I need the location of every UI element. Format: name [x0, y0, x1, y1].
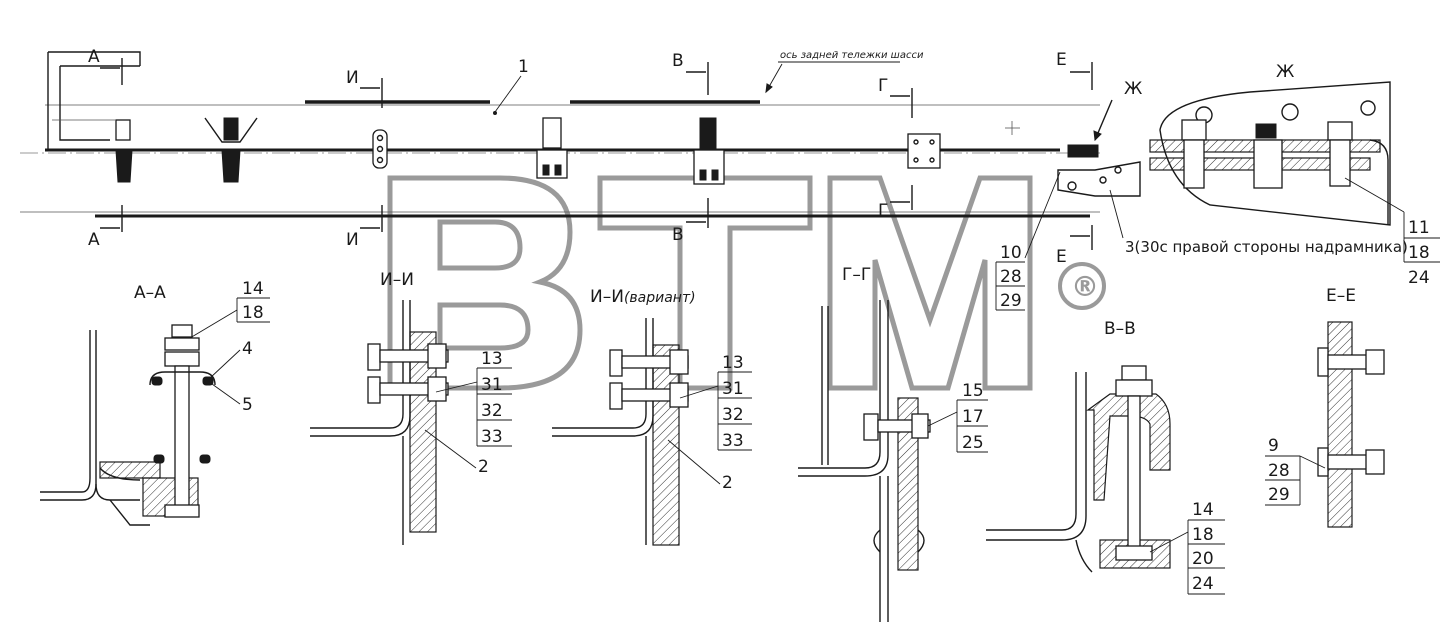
label-e-bottom: Е	[1056, 247, 1067, 267]
section-ii-title: И–И	[380, 270, 414, 290]
view-zh-bolt-2	[1253, 123, 1283, 189]
view-zh: Ж 11 18 24	[1149, 62, 1440, 288]
callout-14-vv-item-1: 18	[1192, 525, 1214, 545]
view-zh-bolt-1	[1181, 119, 1207, 189]
callout-9-ee-item-0: 9	[1268, 436, 1279, 456]
link-plate	[372, 129, 388, 169]
label-a-top: А	[88, 47, 100, 67]
section-aa-bolt	[164, 324, 200, 518]
section-ee-bolt-2	[1317, 447, 1385, 477]
label-zh-mark: Ж	[1124, 79, 1142, 99]
callout-11-item-0: 11	[1408, 218, 1430, 238]
bracket-left-1	[115, 119, 133, 183]
top-view: А А И И В В Г Г	[20, 47, 1408, 311]
callout-15-gg-item-2: 25	[962, 433, 984, 453]
callout-13-ii-item-1: 31	[481, 375, 503, 395]
plate-g	[907, 133, 941, 169]
callout-13-ii-variant-item-3: 33	[722, 431, 744, 451]
section-ii-variant-bolt-2	[609, 382, 689, 410]
section-gg-bolt	[863, 413, 931, 441]
view-marker-zh: Ж	[1093, 79, 1142, 142]
label-aa-item-4: 4	[242, 339, 253, 359]
section-aa: А–А 14 18 4 5	[40, 279, 270, 526]
section-aa-title: А–А	[134, 283, 166, 303]
label-g-top: Г	[878, 76, 888, 96]
callout-9-ee-item-1: 28	[1268, 461, 1290, 481]
callout-13-ii-item-2: 32	[481, 401, 503, 421]
label-i-bottom: И	[346, 230, 359, 250]
section-ee-title: Е–Е	[1326, 286, 1356, 306]
callout-13-ii-item-0: 13	[481, 349, 503, 369]
section-ii-bolt-2	[367, 376, 449, 404]
section-marker-a: А А	[88, 47, 123, 250]
section-vv-bolt	[1115, 365, 1153, 561]
callout-13-ii-item-3: 33	[481, 427, 503, 447]
label-g-bottom: Г	[878, 201, 888, 221]
watermark-mark: ®	[1071, 270, 1099, 303]
callout-10-item-1: 28	[1000, 267, 1022, 287]
watermark-text: BTM	[10, 629, 12, 631]
view-zh-bolt-3	[1327, 121, 1353, 187]
callout-13-ii: 13 31 32 33	[435, 349, 512, 447]
callout-9-ee: 9 28 29	[1265, 436, 1326, 506]
label-note-3: 3(30с правой стороны надрамника)	[1125, 238, 1408, 256]
section-marker-g: Г Г	[878, 76, 913, 221]
section-gg: Г–Г 15 17 25	[798, 265, 988, 622]
callout-15-gg: 15 17 25	[927, 381, 988, 453]
label-e-top: Е	[1056, 50, 1067, 70]
section-marker-e: Е Е	[1056, 50, 1093, 267]
section-vv: В–В 14 18 20 24	[986, 319, 1225, 595]
watermark: ®	[387, 175, 1106, 391]
callout-14-aa-item-1: 18	[242, 303, 264, 323]
callout-11: 11 18 24	[1344, 177, 1440, 288]
section-marker-v: В В	[672, 51, 709, 245]
callout-10-item-0: 10	[1000, 243, 1022, 263]
callout-13-ii-variant-item-2: 32	[722, 405, 744, 425]
callout-10: 10 28 29	[995, 171, 1061, 311]
callout-15-gg-item-0: 15	[962, 381, 984, 401]
callout-14-aa-item-0: 14	[242, 279, 264, 299]
callout-14-vv-item-2: 20	[1192, 549, 1214, 569]
label-item-1: 1	[518, 57, 529, 77]
callout-11-item-1: 18	[1408, 243, 1430, 263]
label-aa-item-5: 5	[242, 395, 253, 415]
label-ii-variant-item-2: 2	[722, 473, 733, 493]
callout-11-item-2: 24	[1408, 268, 1430, 288]
label-a-bottom: А	[88, 230, 100, 250]
bracket-left-2	[204, 117, 258, 183]
label-i-top: И	[346, 68, 359, 88]
label-v-bottom: В	[672, 225, 684, 245]
callout-14-vv: 14 18 20 24	[1149, 500, 1225, 595]
callout-13-ii-variant: 13 31 32 33	[679, 353, 752, 451]
bracket-mid-1	[536, 117, 568, 179]
section-vv-title: В–В	[1104, 319, 1136, 339]
section-ii-variant-title: И–И(вариант)	[590, 287, 696, 307]
label-v-top: В	[672, 51, 684, 71]
callout-10-item-2: 29	[1000, 291, 1022, 311]
section-ii-variant: И–И(вариант) 13 31 32 33 2	[552, 287, 752, 546]
callout-14-vv-item-3: 24	[1192, 574, 1214, 594]
bracket-right-end	[1057, 144, 1141, 197]
section-ii-bolt-1	[367, 343, 449, 371]
callout-13-ii-variant-item-0: 13	[722, 353, 744, 373]
callout-13-ii-variant-item-1: 31	[722, 379, 744, 399]
section-gg-title: Г–Г	[842, 265, 871, 285]
section-ee: Е–Е 9 28 29	[1265, 286, 1385, 528]
bracket-mid-2	[693, 117, 725, 185]
callout-15-gg-item-1: 17	[962, 407, 984, 427]
view-zh-title: Ж	[1276, 62, 1294, 82]
callout-14-aa: 14 18	[189, 279, 270, 339]
callout-14-vv-item-0: 14	[1192, 500, 1214, 520]
section-ii: И–И 13 31 32 33 2	[310, 270, 512, 545]
label-ii-item-2: 2	[478, 457, 489, 477]
label-axis-note: ось задней тележки шасси	[780, 50, 924, 61]
callout-9-ee-item-2: 29	[1268, 485, 1290, 505]
section-ii-variant-bolt-1	[609, 349, 689, 377]
section-ee-bolt-1	[1317, 347, 1385, 377]
section-marker-i: И И	[346, 68, 383, 250]
